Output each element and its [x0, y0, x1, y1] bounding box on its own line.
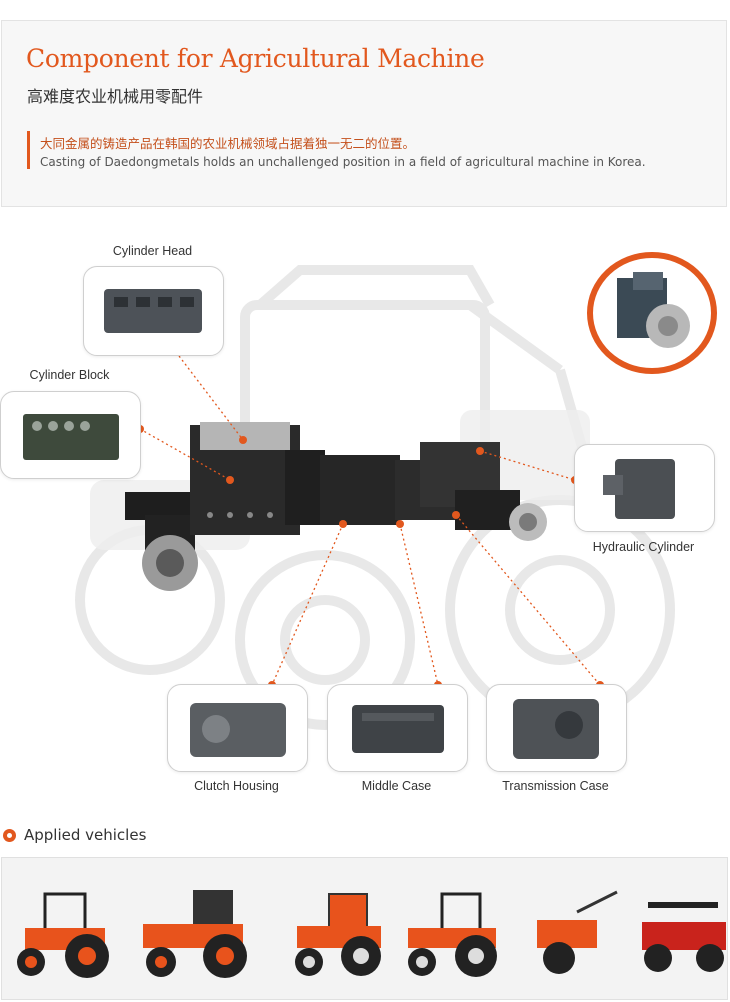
- hydraulic-cylinder-card[interactable]: [574, 444, 715, 532]
- vehicles-gallery: [1, 857, 728, 1000]
- clutch-housing-card[interactable]: [167, 684, 308, 772]
- cylinder-head-label: Cylinder Head: [112, 244, 193, 258]
- vehicle-tractor-large[interactable]: [7, 872, 117, 987]
- clutch-housing-icon: [190, 703, 286, 757]
- middle-case-icon: [352, 705, 444, 753]
- description-en: Casting of Daedongmetals holds an unchal…: [40, 155, 646, 169]
- description-cn: 大同金属的铸造产品在韩国的农业机械领域占据着独一无二的位置。: [40, 136, 416, 151]
- vehicle-utility[interactable]: [628, 872, 730, 987]
- tractor-background-illustration: [75, 265, 675, 730]
- page-subtitle: 高难度农业机械用零配件: [27, 87, 204, 106]
- powertrain-assembly: [125, 422, 547, 591]
- cylinder-head-icon: [104, 289, 202, 333]
- vehicle-tractor-compact[interactable]: [398, 872, 508, 987]
- engine-highlight: [587, 252, 717, 374]
- component-diagram: [0, 210, 730, 810]
- cylinder-block-label: Cylinder Block: [29, 368, 110, 382]
- page-title: Component for Agricultural Machine: [26, 44, 485, 73]
- tiller-icon: [537, 890, 618, 974]
- vehicle-tractor-red[interactable]: [285, 872, 395, 987]
- tractor-icon: [295, 893, 381, 976]
- clutch-housing-label: Clutch Housing: [194, 779, 279, 793]
- applied-vehicles-title: Applied vehicles: [24, 826, 147, 844]
- utility-vehicle-icon: [642, 902, 726, 972]
- transmission-case-label: Transmission Case: [502, 779, 609, 793]
- hydraulic-cylinder-icon: [603, 459, 675, 519]
- engine-icon: [617, 272, 690, 348]
- intro-panel: [1, 20, 727, 207]
- hydraulic-cylinder-label: Hydraulic Cylinder: [592, 540, 695, 554]
- vehicle-tractor-cab[interactable]: [133, 872, 258, 987]
- tractor-icon: [17, 892, 109, 978]
- middle-case-label: Middle Case: [361, 779, 432, 793]
- quote-bar: [27, 131, 30, 169]
- bullet-icon: [3, 829, 16, 842]
- tractor-icon: [408, 892, 497, 977]
- transmission-case-card[interactable]: [486, 684, 627, 772]
- cylinder-block-icon: [23, 414, 119, 460]
- cylinder-head-card[interactable]: [83, 266, 224, 356]
- tractor-icon: [143, 890, 247, 978]
- vehicle-walking-tiller[interactable]: [517, 872, 627, 987]
- cylinder-block-card[interactable]: [0, 391, 141, 479]
- transmission-case-icon: [513, 699, 599, 759]
- middle-case-card[interactable]: [327, 684, 468, 772]
